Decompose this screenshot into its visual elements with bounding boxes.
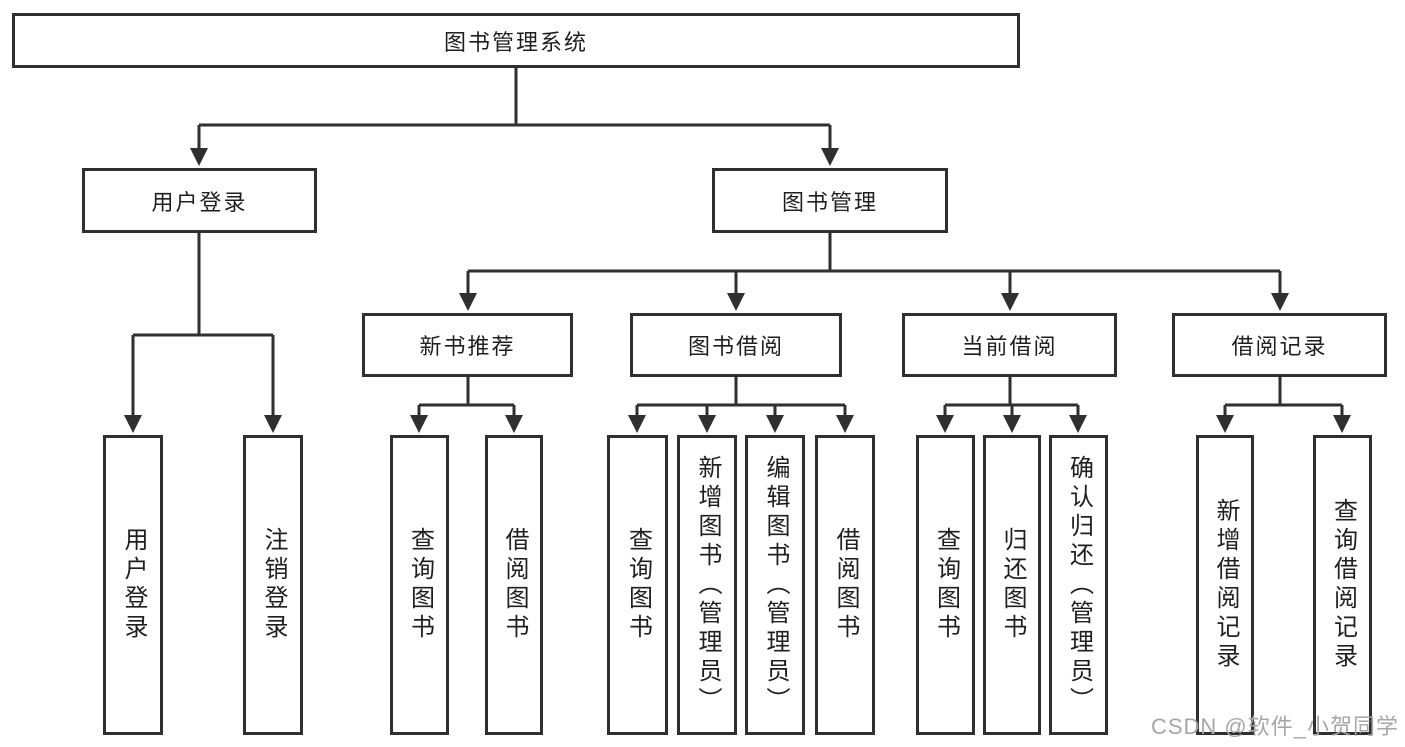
leaf-br-add-record: 新增借阅记录	[1196, 435, 1254, 735]
node-root-label: 图书管理系统	[443, 29, 588, 55]
leaf-nb-borrow-book: 借阅图书	[485, 435, 543, 735]
connector-book-mgmt-trunk	[468, 233, 1280, 273]
leaf-cb-return-book-label: 归还图书	[999, 527, 1026, 643]
leaf-cb-query-book-label: 查询图书	[932, 527, 960, 643]
leaf-br-query-record: 查询借阅记录	[1313, 435, 1372, 735]
leaf-bb-add-book: 新增图书（管理员）	[677, 435, 737, 735]
leaf-bb-edit-book: 编辑图书（管理员）	[745, 435, 805, 735]
leaf-bb-query-book: 查询图书	[607, 435, 668, 735]
leaf-bb-borrow-book: 借阅图书	[815, 435, 875, 735]
node-current-borrow: 当前借阅	[902, 313, 1117, 377]
leaf-logout: 注销登录	[243, 435, 303, 735]
leaf-br-add-record-label: 新增借阅记录	[1212, 498, 1239, 672]
leaf-cb-confirm-return-label: 确认归还（管理员）	[1065, 454, 1093, 716]
connector-book-borrow-trunk	[637, 377, 845, 407]
connector-borrow-record-trunk	[1225, 377, 1342, 407]
leaf-user-login: 用户登录	[103, 435, 163, 735]
node-new-book-recommend-label: 新书推荐	[419, 334, 516, 359]
leaf-nb-query-book: 查询图书	[390, 435, 449, 735]
leaf-br-query-record-label: 查询借阅记录	[1329, 498, 1357, 672]
node-borrow-record: 借阅记录	[1172, 313, 1387, 377]
connector-current-borrow-trunk	[945, 377, 1078, 407]
node-book-borrow: 图书借阅	[630, 313, 842, 377]
node-borrow-record-label: 借阅记录	[1231, 334, 1328, 359]
node-current-borrow-label: 当前借阅	[961, 334, 1058, 359]
node-book-management: 图书管理	[712, 168, 948, 233]
leaf-bb-add-book-label: 新增图书（管理员）	[694, 454, 721, 716]
node-book-management-label: 图书管理	[781, 189, 878, 215]
leaf-nb-borrow-book-label: 借阅图书	[501, 527, 528, 643]
leaf-bb-edit-book-label: 编辑图书（管理员）	[762, 454, 789, 716]
node-root: 图书管理系统	[12, 13, 1020, 68]
leaf-cb-return-book: 归还图书	[983, 435, 1041, 735]
node-new-book-recommend: 新书推荐	[362, 313, 573, 377]
leaf-nb-query-book-label: 查询图书	[406, 527, 434, 643]
leaf-cb-confirm-return: 确认归还（管理员）	[1049, 435, 1108, 735]
connector-new-book-trunk	[419, 377, 514, 407]
node-book-borrow-label: 图书借阅	[687, 334, 784, 359]
connector-root-trunk	[199, 68, 830, 127]
csdn-watermark: CSDN @软件_小贺同学	[1150, 714, 1399, 739]
leaf-bb-borrow-book-label: 借阅图书	[832, 527, 859, 643]
leaf-logout-label: 注销登录	[260, 527, 287, 643]
connector-user-login-trunk	[133, 233, 273, 337]
leaf-cb-query-book: 查询图书	[916, 435, 975, 735]
node-user-login-label: 用户登录	[151, 189, 248, 215]
leaf-user-login-label: 用户登录	[120, 527, 147, 643]
node-user-login: 用户登录	[82, 168, 317, 233]
leaf-bb-query-book-label: 查询图书	[624, 527, 652, 643]
